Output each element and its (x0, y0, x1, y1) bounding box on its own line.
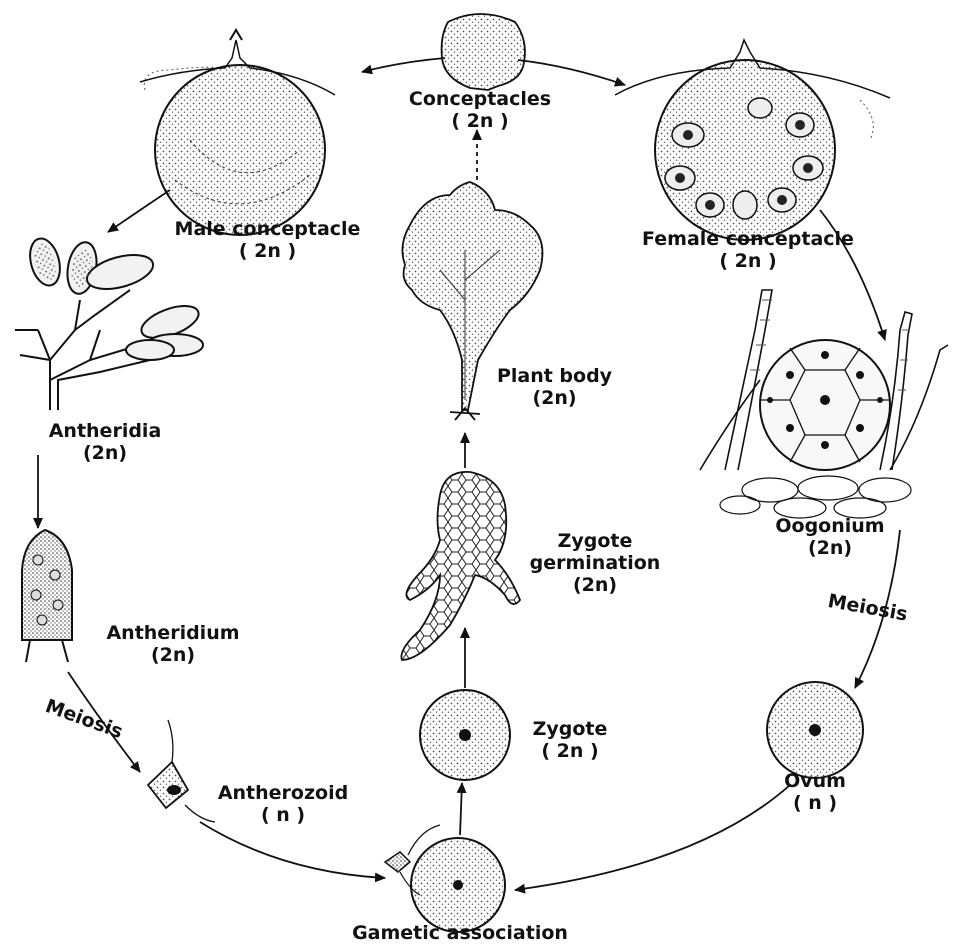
label-female-conceptacle-name: Female conceptacle (642, 228, 854, 250)
label-zygote-germination: Zygote germination (2n) (520, 530, 670, 596)
label-antheridium-ploidy: (2n) (78, 644, 268, 666)
conceptacle-drawing (442, 14, 525, 90)
label-zygote-germination-name2: germination (520, 552, 670, 574)
arrow-gametic-to-zygote (460, 783, 462, 835)
antheridium-drawing (22, 530, 72, 662)
label-oogonium-name: Oogonium (775, 515, 884, 537)
label-antherozoid-name: Antherozoid (218, 782, 348, 804)
label-antheridia-name: Antheridia (49, 420, 162, 442)
label-conceptacles-name: Conceptacles (409, 88, 551, 110)
label-gametic-association: Gametic association (310, 922, 610, 944)
label-ovum: Ovum ( n ) (760, 770, 870, 814)
label-female-conceptacle: Female conceptacle ( 2n ) (598, 228, 898, 272)
arrow-conceptacles-to-female (518, 60, 625, 85)
label-male-conceptacle-name: Male conceptacle (175, 218, 361, 240)
label-zygote: Zygote ( 2n ) (515, 718, 625, 762)
label-antheridium: Antheridium (2n) (78, 622, 268, 666)
male-conceptacle-drawing (140, 30, 335, 235)
gametic-association-drawing (385, 825, 505, 932)
female-conceptacle-drawing (615, 40, 890, 240)
label-male-conceptacle-ploidy: ( 2n ) (150, 240, 385, 262)
label-antheridia-ploidy: (2n) (15, 442, 195, 464)
label-antherozoid: Antherozoid ( n ) (198, 782, 368, 826)
label-zygote-name: Zygote (533, 718, 608, 740)
arrow-antherozoid-to-gametic (200, 822, 385, 878)
label-antheridium-name: Antheridium (106, 622, 239, 644)
label-ovum-ploidy: ( n ) (760, 792, 870, 814)
arrow-ovum-to-gametic (515, 785, 790, 890)
label-male-conceptacle: Male conceptacle ( 2n ) (150, 218, 385, 262)
label-plant-body: Plant body (2n) (482, 365, 627, 409)
label-ovum-name: Ovum (784, 770, 846, 792)
label-plant-body-ploidy: (2n) (482, 387, 627, 409)
label-conceptacles: Conceptacles ( 2n ) (395, 88, 565, 132)
ovum-drawing (767, 682, 863, 778)
label-plant-body-name: Plant body (497, 365, 612, 387)
label-gametic-association-name: Gametic association (352, 922, 568, 944)
zygote-drawing (420, 690, 510, 780)
label-zygote-germination-ploidy: (2n) (520, 574, 670, 596)
label-zygote-ploidy: ( 2n ) (515, 740, 625, 762)
label-conceptacles-ploidy: ( 2n ) (395, 110, 565, 132)
label-oogonium-ploidy: (2n) (765, 537, 895, 559)
label-female-conceptacle-ploidy: ( 2n ) (598, 250, 898, 272)
label-oogonium: Oogonium (2n) (765, 515, 895, 559)
label-antheridia: Antheridia (2n) (15, 420, 195, 464)
oogonium-drawing (700, 290, 948, 518)
zygote-germination-drawing (401, 472, 520, 660)
label-zygote-germination-name: Zygote (520, 530, 670, 552)
arrow-conceptacles-to-male (362, 58, 445, 72)
label-antherozoid-ploidy: ( n ) (198, 804, 368, 826)
